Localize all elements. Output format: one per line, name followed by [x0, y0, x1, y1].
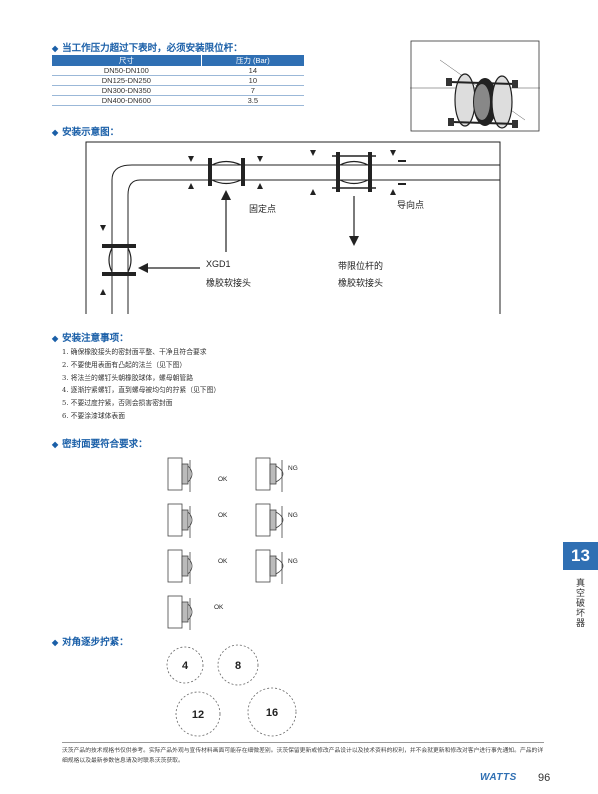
- seal-example-icon: [167, 549, 193, 584]
- bolt-count-16: 16: [266, 707, 278, 719]
- notes-list: 1. 确保橡胶接头的密封面平整、干净且符合要求 2. 不要使用表面有凸起的法兰（…: [62, 346, 220, 423]
- table-header-pressure: 压力 (Bar): [200, 55, 304, 66]
- table-header-row: 尺寸 压力 (Bar): [52, 55, 304, 66]
- guide-point-label: 导向点: [397, 200, 425, 210]
- seal-example-icon: [167, 503, 193, 538]
- seal-example-icon: [167, 595, 193, 630]
- with-rod-label: 带限位杆的: [338, 261, 384, 271]
- watts-logo: WATTS: [480, 772, 517, 783]
- rubber-joint-product-image: [410, 40, 540, 132]
- seal-example-icon: [255, 549, 284, 584]
- list-item: 5. 不要过度拧紧，否则会损害密封面: [62, 399, 173, 408]
- list-item: 2. 不要使用表面有凸起的法兰（见下图）: [62, 360, 187, 369]
- chapter-label: 真空破坏器: [574, 578, 584, 628]
- footer-disclaimer: 沃茨产品的技术规格书仅供参考。实际产品外观与宣传材料画面可能存在细微差别。沃茨保…: [62, 748, 544, 764]
- ng-mark: NG: [288, 558, 298, 565]
- notes-section-title: ◆安装注意事项：: [52, 333, 129, 344]
- ng-mark: NG: [288, 512, 298, 519]
- diamond-bullet-icon: ◆: [52, 128, 59, 137]
- list-item: 6. 不要涂漆球体表面: [62, 411, 126, 420]
- bolt-pattern-figure: 4 8 12 16: [166, 644, 297, 737]
- model-label: XGD1: [206, 259, 231, 269]
- bolt-count-8: 8: [235, 660, 241, 672]
- bolt-count-4: 4: [182, 660, 189, 672]
- table-header-size: 尺寸: [52, 55, 202, 66]
- seal-example-icon: [255, 457, 284, 492]
- table-cell: 14: [200, 66, 304, 76]
- sealing-examples-figure: OK NG OK NG OK NG OK: [167, 457, 298, 630]
- ok-mark: OK: [218, 476, 228, 483]
- ng-mark: NG: [288, 465, 298, 472]
- seal-example-icon: [255, 503, 284, 538]
- diamond-bullet-icon: ◆: [52, 638, 59, 647]
- list-item: 3. 将法兰的螺钉头朝橡胶球体，螺母朝管路: [62, 373, 193, 382]
- table-cell: DN300-DN350: [52, 85, 202, 96]
- list-item: 1. 确保橡胶接头的密封面平整、干净且符合要求: [62, 348, 207, 356]
- seal-example-icon: [167, 457, 193, 492]
- ok-mark: OK: [214, 604, 224, 611]
- footer-divider: [62, 742, 544, 743]
- diamond-bullet-icon: ◆: [52, 334, 59, 343]
- diamond-bullet-icon: ◆: [52, 440, 59, 449]
- list-item: 4. 逐渐拧紧螺钉，直到螺母被均匀的拧紧（见下图）: [62, 386, 221, 395]
- table-cell: 7: [200, 85, 304, 96]
- pressure-section-title: ◆当工作压力超过下表时，必须安装限位杆：: [52, 43, 243, 54]
- table-cell: DN125-DN250: [52, 75, 202, 86]
- chapter-tab: 13: [563, 542, 598, 570]
- bolt-count-12: 12: [192, 709, 204, 721]
- rubber-joint-label-2: 橡胶软接头: [338, 278, 384, 288]
- ok-mark: OK: [218, 558, 228, 565]
- fixed-point-label: 固定点: [249, 204, 277, 214]
- table-cell: 3.5: [200, 95, 304, 106]
- table-cell: DN400-DN600: [52, 95, 202, 106]
- rubber-joint-label: 橡胶软接头: [206, 278, 252, 288]
- installation-diagram: [85, 141, 501, 314]
- page-number: 96: [538, 772, 551, 784]
- table-cell: 10: [200, 75, 304, 86]
- tighten-section-title: ◆对角逐步拧紧：: [52, 637, 129, 648]
- diamond-bullet-icon: ◆: [52, 44, 59, 53]
- install-diagram-title: ◆安装示意图：: [52, 127, 120, 138]
- table-cell: DN50-DN100: [52, 66, 202, 76]
- ok-mark: OK: [218, 512, 228, 519]
- sealing-section-title: ◆密封面要符合要求：: [52, 439, 148, 450]
